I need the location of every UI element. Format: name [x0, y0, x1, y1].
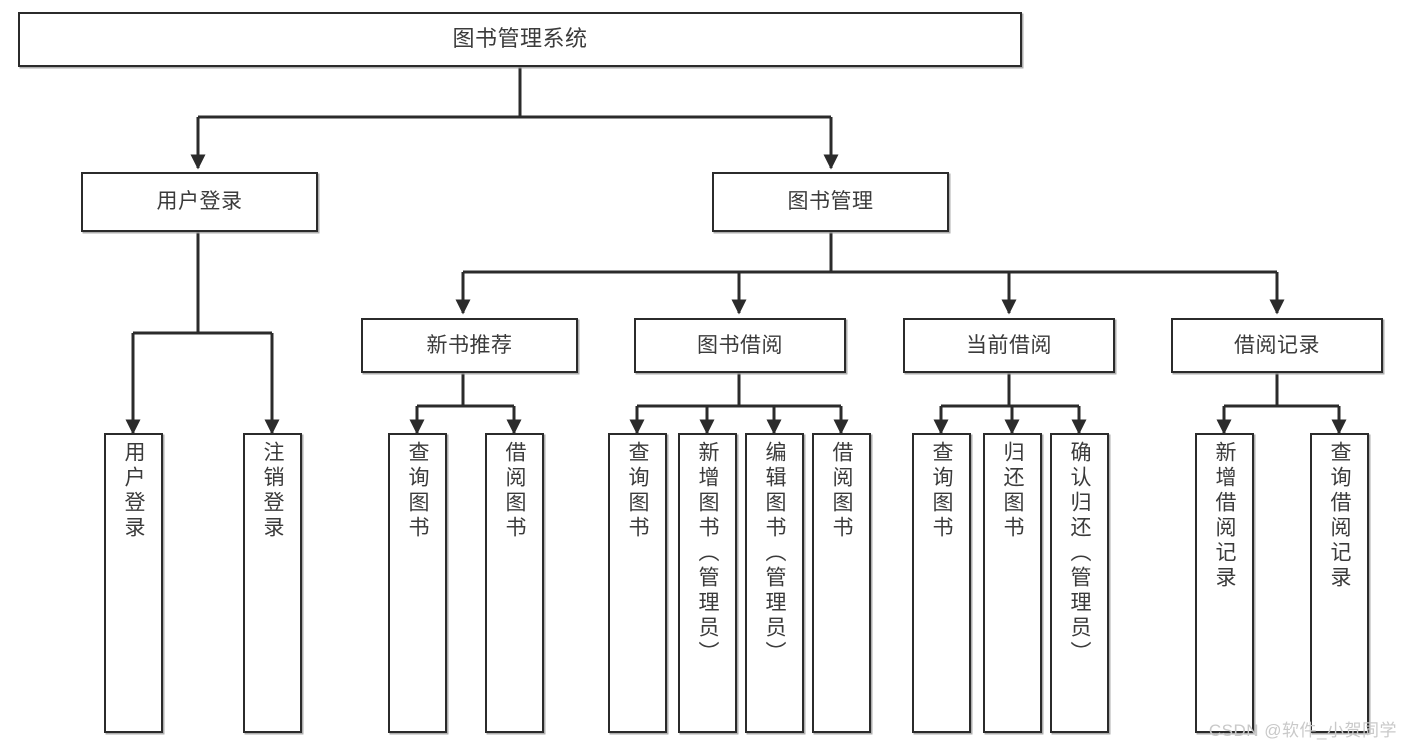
node-leaf-book-borrow-borrow[interactable]: 借阅图书 — [812, 433, 871, 733]
node-label-leaf-current-borrow-query: 查询图书 — [930, 441, 953, 541]
node-label-root: 图书管理系统 — [452, 26, 588, 52]
node-label-leaf-user-login-logout: 注销登录 — [261, 441, 284, 541]
node-label-book-management: 图书管理 — [787, 190, 874, 214]
node-book-borrow[interactable]: 图书借阅 — [634, 318, 846, 373]
node-root-book-management-system[interactable]: 图书管理系统 — [18, 12, 1022, 67]
node-label-leaf-book-borrow-add: 新增图书（管理员） — [696, 441, 719, 666]
node-book-management[interactable]: 图书管理 — [712, 172, 949, 232]
node-label-leaf-book-borrow-edit: 编辑图书（管理员） — [763, 441, 786, 666]
node-leaf-current-borrow-query[interactable]: 查询图书 — [912, 433, 971, 733]
node-leaf-current-borrow-confirm[interactable]: 确认归还（管理员） — [1050, 433, 1109, 733]
node-borrow-record[interactable]: 借阅记录 — [1171, 318, 1383, 373]
node-label-leaf-user-login-login: 用户登录 — [122, 441, 145, 541]
node-label-borrow-record: 借阅记录 — [1234, 333, 1320, 357]
node-new-book-recommend[interactable]: 新书推荐 — [361, 318, 578, 373]
node-leaf-current-borrow-return[interactable]: 归还图书 — [983, 433, 1042, 733]
node-label-new-book-recommend: 新书推荐 — [426, 333, 513, 357]
node-leaf-new-book-borrow[interactable]: 借阅图书 — [485, 433, 544, 733]
node-label-leaf-borrow-record-query: 查询借阅记录 — [1328, 441, 1351, 591]
node-leaf-user-login-login[interactable]: 用户登录 — [104, 433, 163, 733]
node-leaf-book-borrow-query[interactable]: 查询图书 — [608, 433, 667, 733]
node-user-login[interactable]: 用户登录 — [81, 172, 318, 232]
node-label-book-borrow: 图书借阅 — [697, 333, 783, 357]
node-leaf-borrow-record-query[interactable]: 查询借阅记录 — [1310, 433, 1369, 733]
node-label-leaf-current-borrow-confirm: 确认归还（管理员） — [1068, 441, 1091, 666]
node-label-leaf-borrow-record-add: 新增借阅记录 — [1213, 441, 1236, 591]
node-label-leaf-new-book-query: 查询图书 — [406, 441, 429, 541]
node-leaf-borrow-record-add[interactable]: 新增借阅记录 — [1195, 433, 1254, 733]
node-label-leaf-new-book-borrow: 借阅图书 — [503, 441, 526, 541]
node-label-leaf-current-borrow-return: 归还图书 — [1001, 441, 1024, 541]
node-leaf-new-book-query[interactable]: 查询图书 — [388, 433, 447, 733]
node-leaf-book-borrow-edit[interactable]: 编辑图书（管理员） — [745, 433, 804, 733]
node-label-leaf-book-borrow-borrow: 借阅图书 — [830, 441, 853, 541]
node-label-leaf-book-borrow-query: 查询图书 — [626, 441, 649, 541]
node-leaf-user-login-logout[interactable]: 注销登录 — [243, 433, 302, 733]
node-current-borrow[interactable]: 当前借阅 — [903, 318, 1115, 373]
node-label-current-borrow: 当前借阅 — [966, 333, 1052, 357]
node-label-user-login: 用户登录 — [156, 190, 243, 214]
node-leaf-book-borrow-add[interactable]: 新增图书（管理员） — [678, 433, 737, 733]
